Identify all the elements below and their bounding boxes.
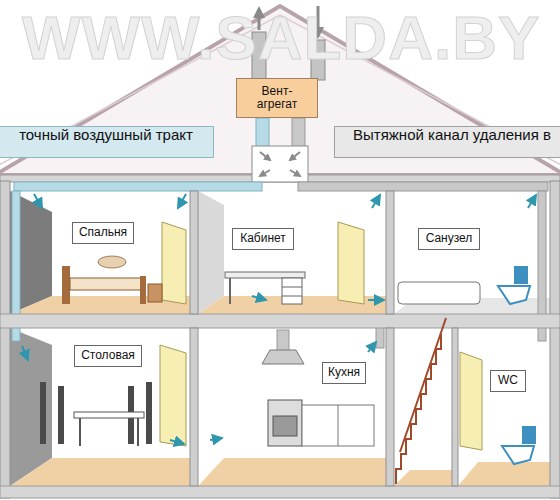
airflow-arrow [368,299,384,301]
airflow-arrow [210,438,222,440]
door [160,345,186,446]
node-text: точный воздушный тракт [19,127,193,144]
chair [146,382,152,444]
airflow-arrow [170,440,184,444]
node-text: Вытяжной канал удаления в [353,127,551,144]
toilet-tank [522,426,536,444]
chair [40,382,46,444]
inner-wall [452,328,458,486]
outer-wall [550,181,560,498]
toilet [498,286,530,304]
drawer-line [282,287,302,288]
airflow-arrow [368,342,376,352]
floor [10,458,190,486]
bed [70,278,142,290]
drawers [282,278,302,304]
stove [268,400,302,446]
node-text: WC [498,374,518,387]
inner-wall [386,328,394,486]
oven-window [273,416,297,436]
exhaust-pipe [292,118,305,148]
nightstand [148,284,162,302]
outer-wall [0,181,10,498]
node-text: Столовая [81,349,135,362]
flow-arrow [260,170,270,176]
cabinet [302,405,374,446]
desk-leg [229,278,231,304]
toilet-tank [514,266,528,284]
floor [198,458,386,486]
room-label: Столовая [74,345,142,367]
flow-arrow [290,170,300,176]
bathtub [398,282,480,304]
bed-head [62,266,70,304]
lamp [98,256,126,268]
handrail [400,318,446,452]
inner-wall [190,191,198,314]
room-label: Санузел [418,228,480,250]
room-label: Спальня [72,222,134,244]
cabinet-line [338,405,339,446]
floor-slab [0,314,560,328]
node-text: Кухня [328,366,360,379]
unit-box: Вент-агрегат [236,78,318,118]
table [74,412,144,418]
inner-wall [386,191,394,314]
room-label: WC [490,370,526,392]
chair [58,386,64,444]
door [162,222,186,304]
room-label: Кухня [322,362,366,384]
airflow-arrow [34,194,42,208]
table-leg [79,418,81,446]
node-text: Спальня [79,226,127,239]
toilet [502,446,534,464]
airflow-arrow [22,346,28,360]
airflow-arrow [252,296,266,300]
table-leg [137,418,139,446]
duct-label: Вытяжной канал удаления в [334,126,560,158]
room-label: Кабинет [232,228,294,250]
node-text: Кабинет [240,232,286,245]
airflow-arrow [178,194,186,208]
hood [262,350,304,364]
node-text: Санузел [426,232,473,245]
airflow-arrow [528,195,536,208]
stairs [396,334,441,484]
watermark: WWW.SALDA.BY [22,2,540,73]
airflow-arrow [372,195,380,208]
bed-foot [140,276,146,304]
desk [225,272,305,278]
ground-slab [0,486,560,498]
floor [394,470,452,486]
exhaust-duct [298,182,548,191]
floor [458,462,550,486]
door [338,222,364,304]
hood-duct [277,330,289,352]
heat-exchanger [252,146,308,182]
door [460,352,482,450]
flow-arrow [260,152,270,160]
supply-duct [14,182,262,191]
duct-label: точный воздушный тракт [0,126,214,158]
node-text: Вент-агрегат [251,85,303,111]
flow-arrow [290,152,300,160]
side-wall [198,191,224,314]
drawer-line [282,296,302,297]
supply-pipe [256,118,269,148]
inner-wall [190,328,198,486]
